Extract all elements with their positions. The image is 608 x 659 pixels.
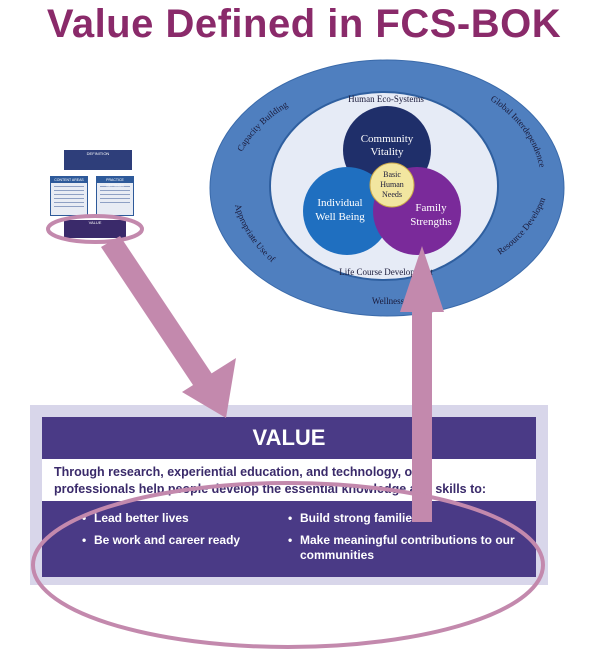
community-label-line-2: Vitality <box>371 146 404 158</box>
bullets-right-column: •Build strong families •Make meaningful … <box>288 511 528 570</box>
up-arrow <box>400 246 444 522</box>
value-bullets: •Lead better lives •Be work and career r… <box>42 501 536 577</box>
center-label-line-2: Human <box>380 180 404 189</box>
thumbnail-highlight-ellipse <box>46 214 144 244</box>
thumbnail-definition-label: DEFINITION <box>86 151 110 156</box>
thumbnail-content-label: CONTENT AREAS <box>51 177 87 183</box>
page-title: Value Defined in FCS-BOK <box>46 2 562 46</box>
family-label-line-1: Family <box>415 202 447 214</box>
value-header: VALUE <box>42 417 536 459</box>
thumbnail-value-label: VALUE <box>88 220 102 225</box>
community-label-line-1: Community <box>361 133 414 145</box>
bullets-highlight-ellipse <box>31 481 545 649</box>
document-thumbnail: DEFINITION CONTENT AREAS PRACTICE SETTIN… <box>46 150 146 240</box>
individual-well-being-circle <box>303 167 391 255</box>
value-card: VALUE Through research, experiential edu… <box>30 405 548 585</box>
bullet-item: •Build strong families <box>288 511 419 525</box>
down-arrow <box>101 236 236 418</box>
inner-label-bottom: Life Course Development <box>339 267 433 277</box>
outer-label-wellness: Wellness <box>372 296 405 306</box>
value-description-line-1: Through research, experiential education… <box>54 465 425 479</box>
bullet-item: •Be work and career ready <box>82 533 241 547</box>
thumbnail-value-box: VALUE <box>64 220 126 238</box>
bullet-item: •Make meaningful contributions to our co… <box>288 533 515 562</box>
thumbnail-practice-column: PRACTICE SETTINGS <box>96 176 134 216</box>
inner-label-top: Human Eco-Systems <box>348 94 424 104</box>
individual-label-line-2: Well Being <box>315 211 365 223</box>
center-label-line-3: Needs <box>382 190 402 199</box>
bullet-item: •Lead better lives <box>82 511 189 525</box>
value-description: Through research, experiential education… <box>42 459 536 501</box>
thumbnail-practice-label: PRACTICE SETTINGS <box>97 177 133 188</box>
individual-label-line-1: Individual <box>317 197 362 209</box>
bullets-left-column: •Lead better lives •Be work and career r… <box>82 511 282 555</box>
thumbnail-definition-box: DEFINITION <box>64 150 132 170</box>
family-label-line-2: Strengths <box>410 216 452 228</box>
center-label-line-1: Basic <box>383 170 401 179</box>
thumbnail-content-column: CONTENT AREAS <box>50 176 88 216</box>
basic-human-needs-circle <box>369 162 415 208</box>
